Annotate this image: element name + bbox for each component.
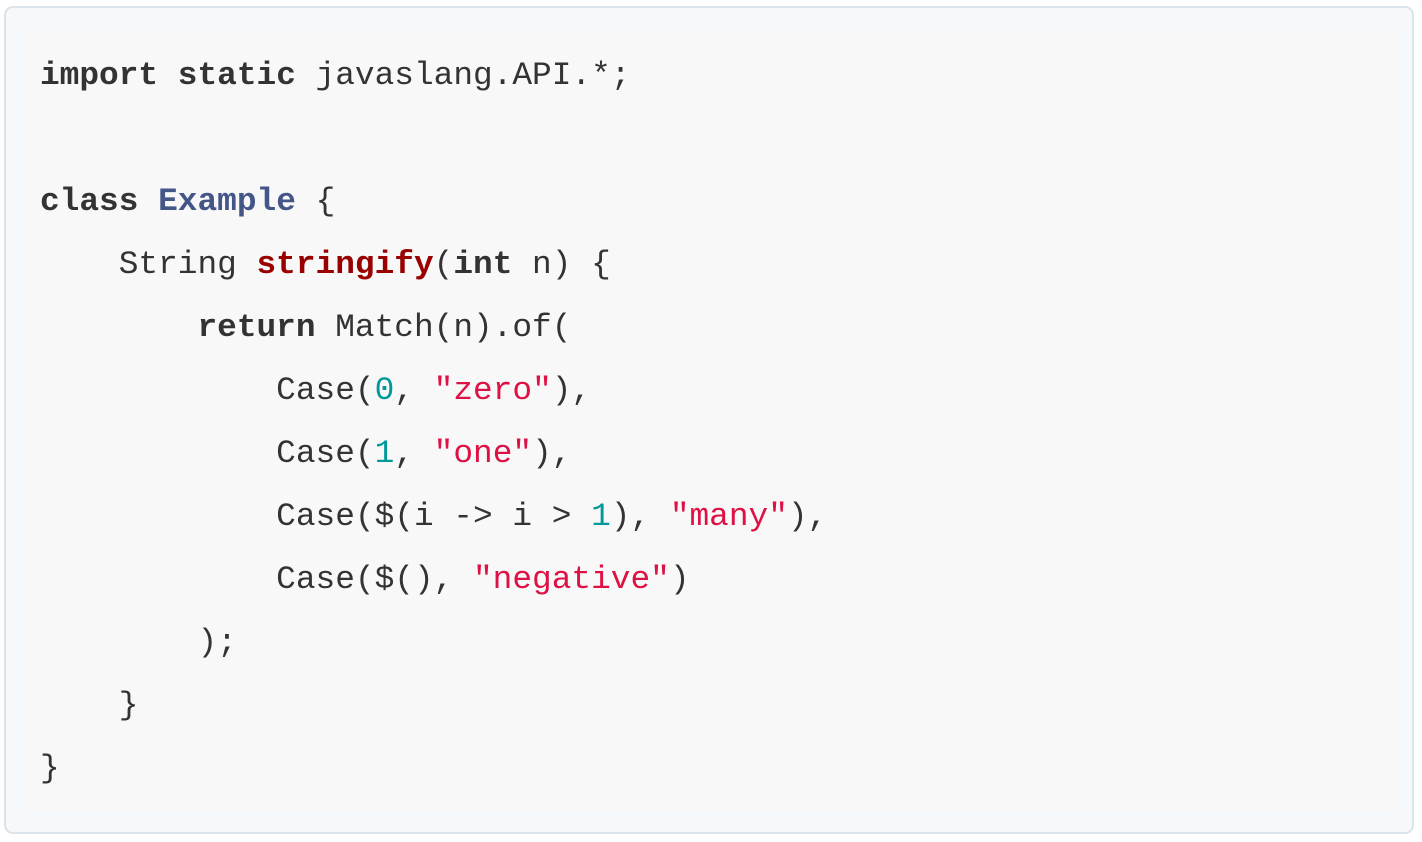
code-token-plain: ); [40,624,237,661]
code-line: import static javaslang.API.*; [40,44,1382,107]
code-token-plain: n) { [512,246,611,283]
code-token-number: 1 [591,498,611,535]
code-token-plain: Match(n).of( [315,309,572,346]
code-token-plain [40,309,197,346]
code-token-plain: ), [532,435,572,472]
code-token-plain: ), [610,498,670,535]
code-token-plain: String [40,246,257,283]
code-token-plain [158,57,178,94]
code-token-plain: Case( [40,372,375,409]
code-token-plain [138,183,158,220]
code-token-plain: ), [787,498,828,535]
code-token-plain: , [394,435,434,472]
code-token-class_name: Example [158,183,296,220]
code-token-keyword: class [40,183,139,220]
code-token-keyword: import [40,57,159,94]
code-token-string: "zero" [433,372,552,409]
code-token-string: "one" [433,435,533,472]
code-block: import static javaslang.API.*; class Exa… [24,30,1398,812]
code-token-string: "many" [669,498,788,535]
code-line: class Example { [40,170,1382,233]
code-token-plain: Case($(), [40,561,473,598]
code-line: Case($(), "negative") [40,548,1382,611]
code-line [40,107,1382,170]
code-token-string: "negative" [473,561,670,598]
code-token-plain: Case( [40,435,375,472]
code-line: String stringify(int n) { [40,233,1382,296]
code-token-plain: ( [433,246,454,283]
code-line: } [40,674,1382,737]
code-token-plain: , [394,372,434,409]
code-token-plain: Case($(i -> i > [40,498,592,535]
code-token-keyword: static [177,57,296,94]
code-token-keyword: return [197,309,316,346]
code-token-plain: { [295,183,336,220]
code-line: ); [40,611,1382,674]
code-token-plain: } [40,687,139,724]
code-token-plain: ) [669,561,690,598]
code-token-plain: javaslang.API.*; [295,57,631,94]
code-token-function_name: stringify [256,246,434,283]
code-line: return Match(n).of( [40,296,1382,359]
code-line: Case(0, "zero"), [40,359,1382,422]
code-line: Case($(i -> i > 1), "many"), [40,485,1382,548]
code-token-number: 1 [374,435,395,472]
code-card: import static javaslang.API.*; class Exa… [4,6,1414,834]
code-token-keyword: int [453,246,513,283]
code-line: } [40,737,1382,800]
code-line: Case(1, "one"), [40,422,1382,485]
code-token-plain: ), [551,372,592,409]
code-token-plain: } [40,750,60,787]
code-token-number: 0 [374,372,395,409]
